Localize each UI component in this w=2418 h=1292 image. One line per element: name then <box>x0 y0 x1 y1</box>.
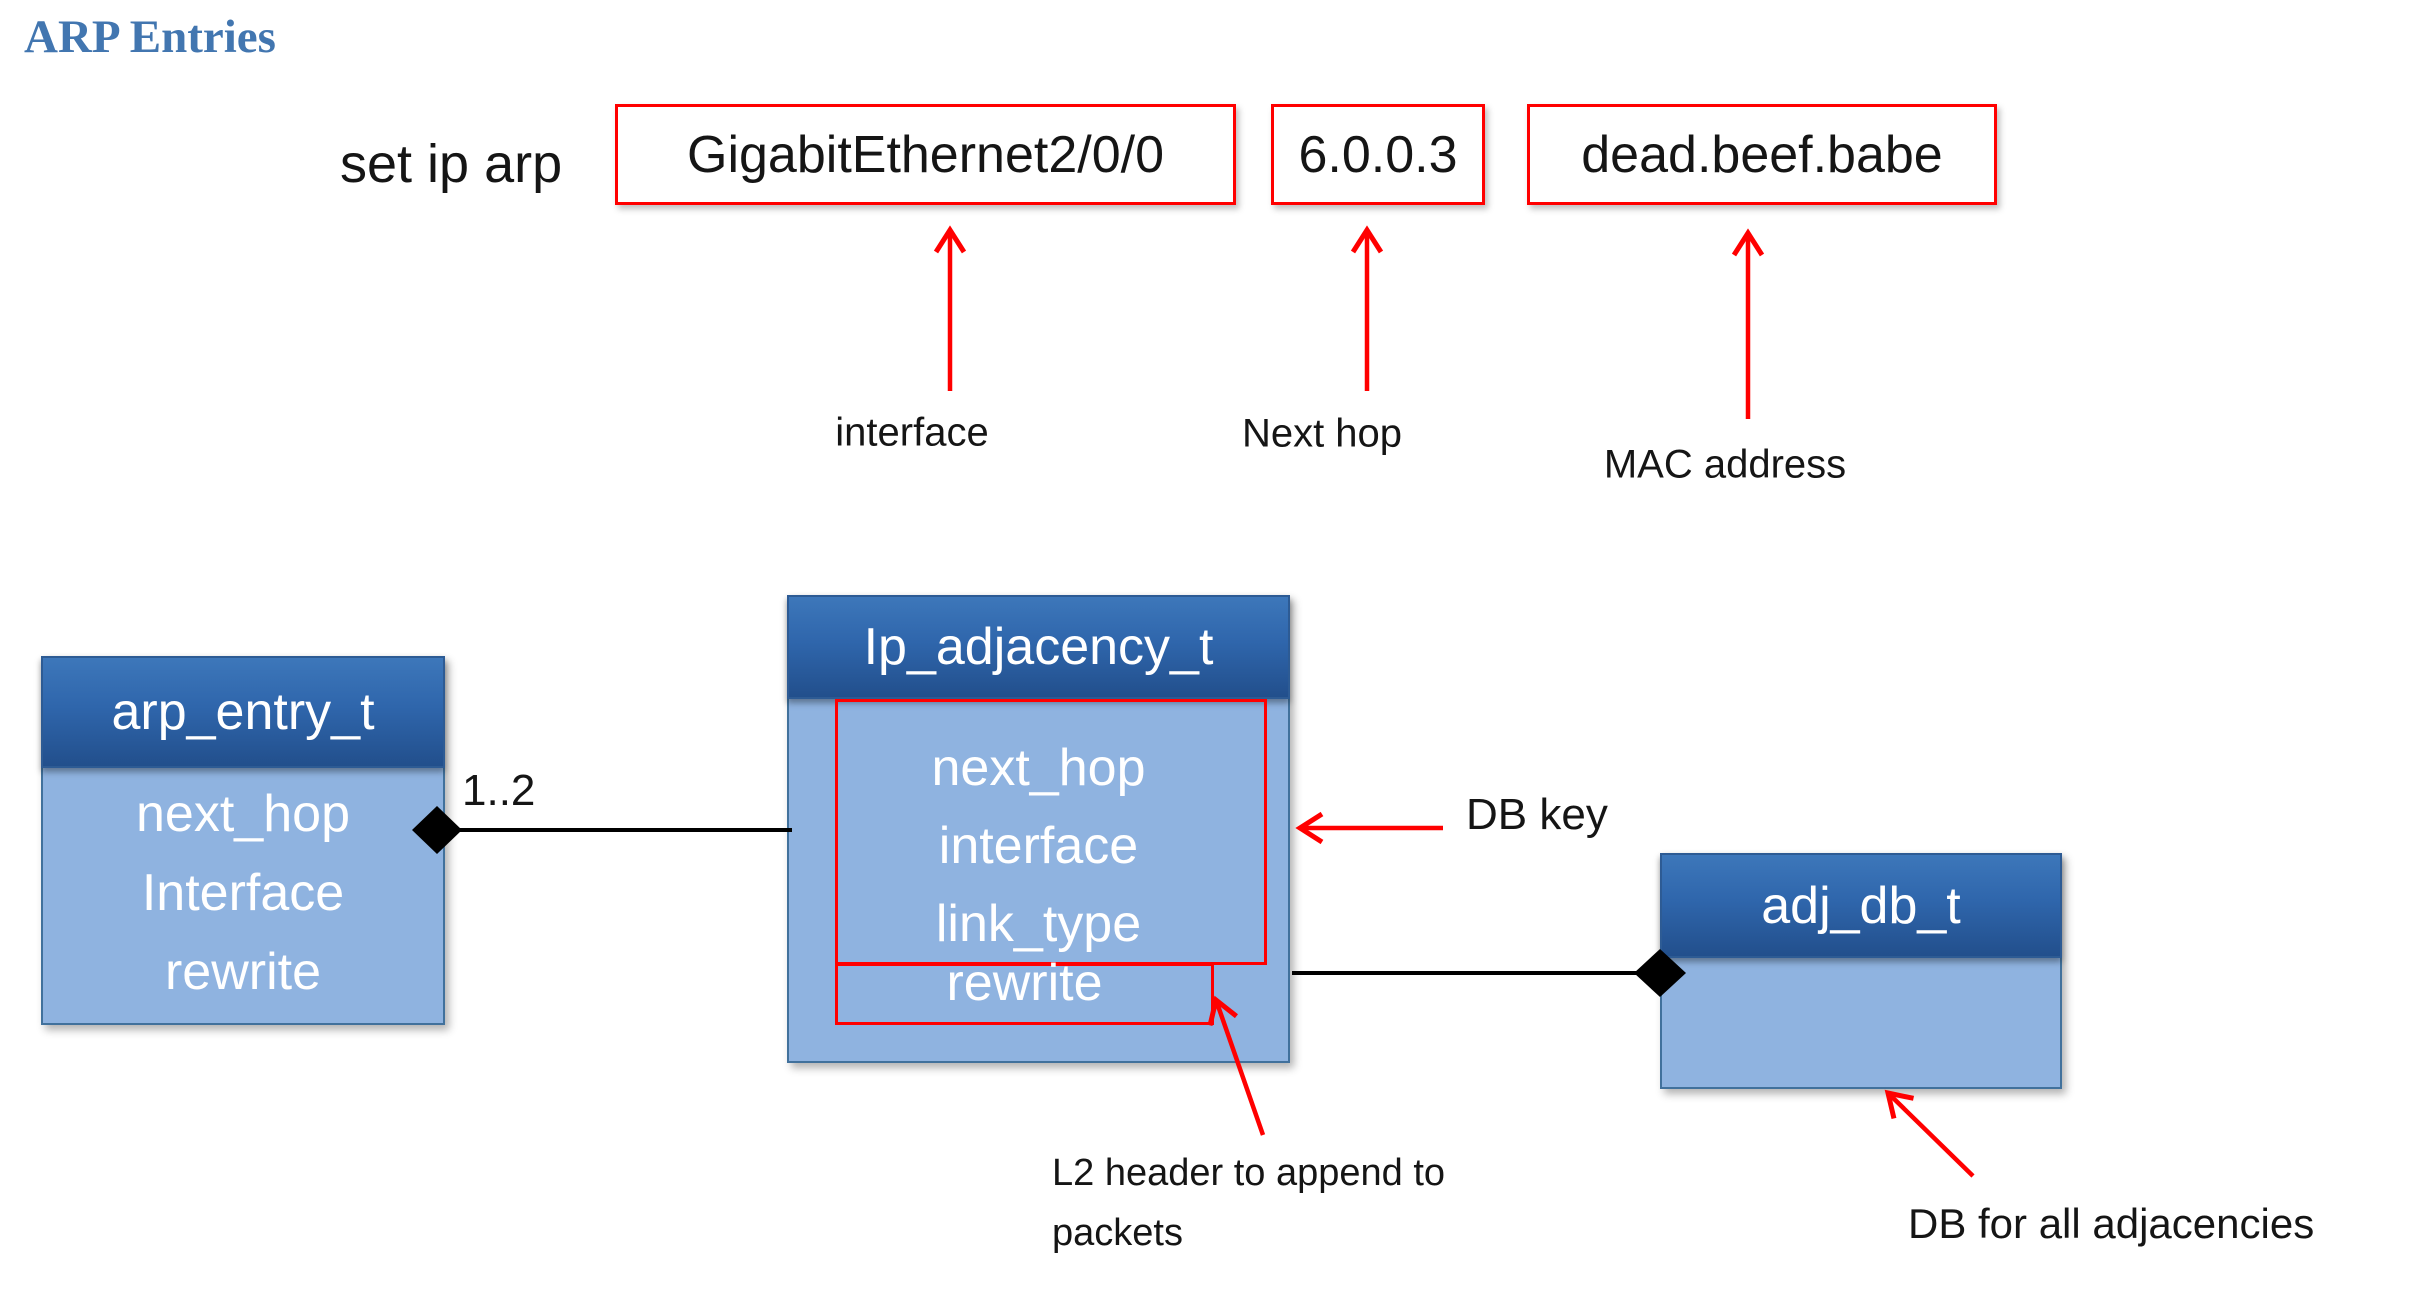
arp-command-text: set ip arp <box>340 134 563 194</box>
label-mac-address: MAC address <box>1603 442 1847 487</box>
entity-arp-entry-name: arp_entry_t <box>111 683 375 741</box>
entity-adj-db: adj_db_t <box>1660 853 2062 1089</box>
label-interface: interface <box>835 410 989 455</box>
l2-header-note: L2 header to append to packets <box>1052 1143 1445 1263</box>
field-rewrite: rewrite <box>946 954 1103 1012</box>
field-next-hop: next_hop <box>136 785 350 843</box>
rewrite-highlight-box: rewrite <box>835 955 1214 1025</box>
field-next-hop: next_hop <box>931 739 1146 797</box>
entity-ip-adjacency-fields: next_hop interface link_type <box>789 729 1288 963</box>
entity-ip-adjacency-header: Ip_adjacency_t <box>787 595 1290 699</box>
command-arg-nexthop-value: 6.0.0.3 <box>1298 125 1458 184</box>
label-next-hop: Next hop <box>1241 411 1403 456</box>
command-arg-mac-value: dead.beef.babe <box>1581 125 1943 184</box>
entity-adj-db-name: adj_db_t <box>1761 876 1961 935</box>
db-key-label: DB key <box>1466 790 1608 839</box>
multiplicity-label: 1..2 <box>462 766 536 815</box>
field-rewrite: rewrite <box>164 943 322 1001</box>
entity-ip-adjacency-name: Ip_adjacency_t <box>863 618 1214 676</box>
entity-arp-entry-fields: next_hop Interface rewrite <box>43 775 443 1012</box>
field-interface: Interface <box>141 864 345 922</box>
command-arg-interface-box: GigabitEthernet2/0/0 <box>615 104 1236 205</box>
db-all-arrow <box>1884 1089 1975 1178</box>
entity-arp-entry-header: arp_entry_t <box>41 656 445 768</box>
entity-adj-db-header: adj_db_t <box>1660 853 2062 958</box>
db-all-note: DB for all adjacencies <box>1908 1200 2315 1247</box>
field-interface: interface <box>938 817 1139 875</box>
command-arg-nexthop-box: 6.0.0.3 <box>1271 104 1485 205</box>
field-link-type: link_type <box>935 895 1142 953</box>
entity-arp-entry: arp_entry_t next_hop Interface rewrite <box>41 656 445 1025</box>
command-arg-mac-box: dead.beef.babe <box>1527 104 1997 205</box>
entity-ip-adjacency: Ip_adjacency_t next_hop interface link_t… <box>787 595 1290 1063</box>
page-title: ARP Entries <box>24 11 276 63</box>
l2-header-note-line1: L2 header to append to <box>1052 1152 1446 1194</box>
l2-header-note-line2: packets <box>1052 1212 1183 1254</box>
command-arg-interface-value: GigabitEthernet2/0/0 <box>687 125 1164 184</box>
